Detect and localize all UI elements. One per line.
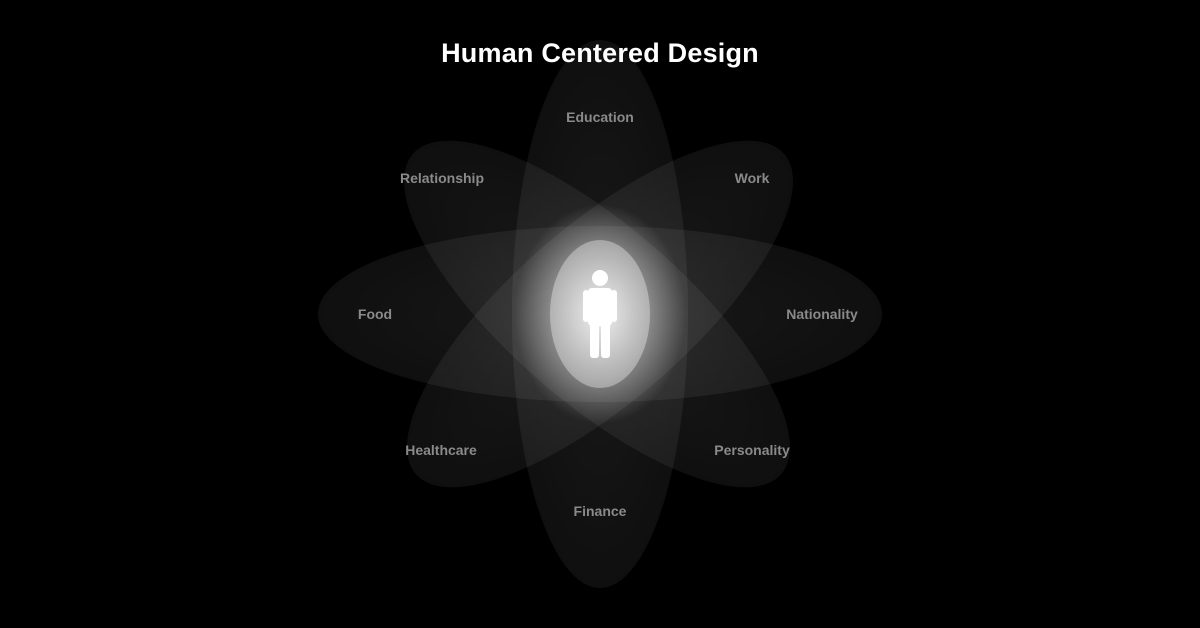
label-work: Work <box>735 170 770 186</box>
person-icon <box>583 270 617 358</box>
label-education: Education <box>566 109 634 125</box>
label-food: Food <box>358 306 392 322</box>
label-nationality: Nationality <box>786 306 858 322</box>
petal-labels: Education Work Nationality Personality F… <box>358 109 858 519</box>
label-healthcare: Healthcare <box>405 442 477 458</box>
label-finance: Finance <box>574 503 627 519</box>
label-relationship: Relationship <box>400 170 484 186</box>
label-personality: Personality <box>714 442 790 458</box>
